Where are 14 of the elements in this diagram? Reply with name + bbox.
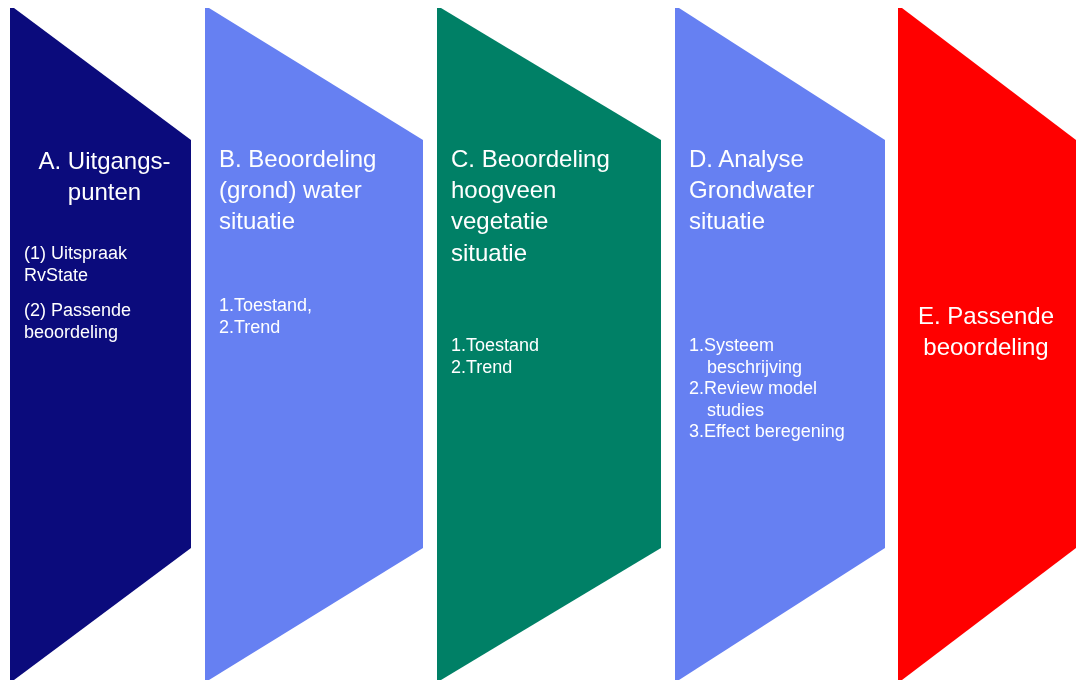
step-item: 2.Trend: [451, 356, 514, 379]
step-item: 2.Review model studies: [689, 378, 819, 422]
step-heading: C. Beoordeling hoogveen vegetatie situatie: [451, 144, 611, 268]
step-item: 3.Effect beregening: [689, 421, 846, 443]
step-item: (1) Uitspraak RvState: [24, 243, 129, 287]
step-heading: A. Uitgangs- punten: [37, 146, 172, 208]
step-item: (2) Passende beoordeling: [24, 300, 133, 344]
step-heading: B. Beoordeling (grond) water situatie: [219, 144, 378, 237]
step-item: 1.Systeem beschrijving: [689, 335, 804, 379]
step-item: 2.Trend: [219, 316, 282, 339]
step-heading: D. Analyse Grondwater situatie: [689, 144, 816, 237]
step-item: 1.Toestand,: [219, 295, 314, 317]
step-item: 1.Toestand: [451, 335, 541, 357]
step-heading: E. Passende beoordeling: [916, 301, 1056, 363]
